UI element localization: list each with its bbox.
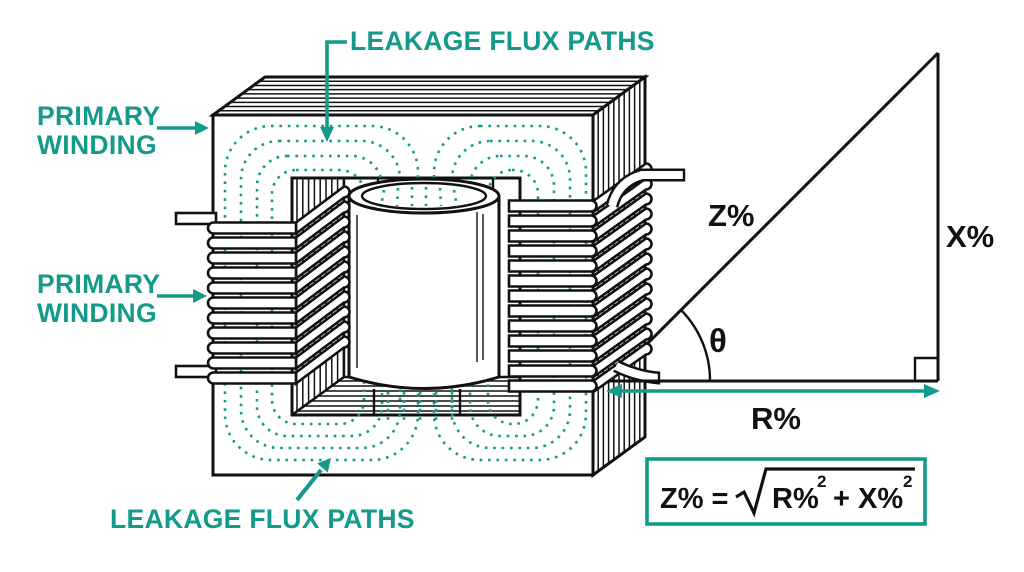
right-coil-front-turns <box>507 199 598 393</box>
formula-x-superscript: 2 <box>903 472 912 491</box>
formula-plus: + <box>833 483 850 515</box>
arrowhead-down <box>320 127 334 142</box>
formula-x-term: X% <box>858 483 903 515</box>
core-top-face-laminations <box>218 80 640 112</box>
primary-winding-top-arrow <box>157 121 209 135</box>
triangle-hypotenuse <box>608 51 940 383</box>
formula-r-term: R% <box>772 483 819 515</box>
primary-winding-top-label-line2: WINDING <box>37 130 157 160</box>
leakage-flux-bottom-label: LEAKAGE FLUX PATHS <box>110 504 415 534</box>
hypotenuse-label: Z% <box>708 198 755 233</box>
core-top-face <box>208 75 650 117</box>
callout-labels: LEAKAGE FLUX PATHS PRIMARY WINDING PRIMA… <box>37 26 655 534</box>
right-winding-coil <box>507 162 686 395</box>
primary-winding-bottom-label-line2: WINDING <box>37 298 157 328</box>
left-coil-front-turns <box>206 221 298 385</box>
left-coil-lead-top <box>174 211 218 226</box>
arrowhead-right <box>924 384 940 398</box>
right-angle-marker <box>913 356 938 381</box>
formula-lhs: Z% = <box>660 483 729 515</box>
horizontal-label: R% <box>751 401 801 436</box>
impedance-formula-box: Z% = R% 2 + X% 2 <box>645 457 927 526</box>
right-coil-lead-top <box>605 168 686 208</box>
center-limb-cylinder <box>347 177 501 420</box>
left-coil-back-turns <box>294 185 351 387</box>
theta-arc <box>680 309 712 382</box>
primary-winding-top-label-line1: PRIMARY <box>37 101 160 131</box>
cylinder-body <box>347 196 501 390</box>
left-winding-coil <box>174 185 351 387</box>
formula-r-superscript: 2 <box>817 472 826 491</box>
arrowhead-up-right <box>317 458 331 473</box>
vertical-label: X% <box>946 219 994 254</box>
arrowhead-right <box>195 121 209 135</box>
leakage-flux-top-label: LEAKAGE FLUX PATHS <box>350 26 655 56</box>
angle-label: θ <box>709 322 727 359</box>
primary-winding-bottom-arrow <box>157 289 207 303</box>
arrowhead-left <box>606 384 622 398</box>
r-percent-extent-arrow <box>606 384 940 398</box>
leakage-flux-bottom-arrow <box>295 458 331 502</box>
leakage-flux-top-arrow <box>320 40 347 142</box>
arrowhead-right <box>193 289 207 303</box>
radical-sign <box>735 467 915 518</box>
primary-winding-bottom-label-line1: PRIMARY <box>37 269 160 299</box>
flux-dashes-cylinder-mouth <box>379 187 459 208</box>
cylinder-top-rim-inner <box>360 181 488 211</box>
impedance-triangle: Z% X% R% θ <box>606 53 994 436</box>
